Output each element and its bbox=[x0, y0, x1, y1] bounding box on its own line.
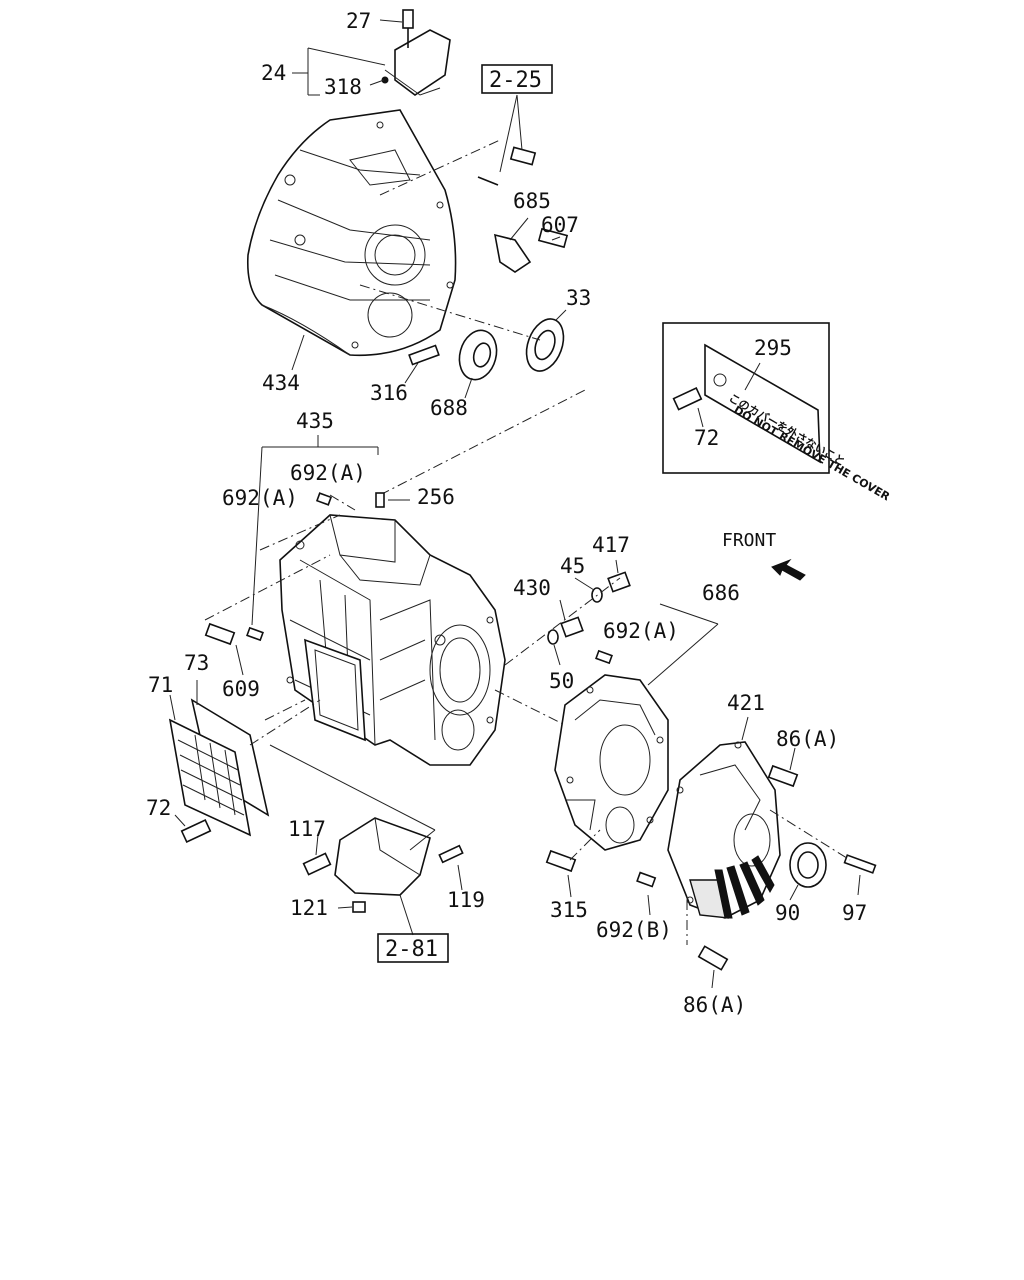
clutch-housing-434 bbox=[246, 109, 457, 357]
callout-71: 71 bbox=[148, 673, 173, 697]
seal-90 bbox=[789, 842, 827, 901]
callout-686: 686 bbox=[702, 581, 740, 605]
extension-housing-421 bbox=[667, 716, 781, 919]
stud-97 bbox=[769, 809, 877, 896]
callout-316: 316 bbox=[370, 381, 408, 405]
seal-33 bbox=[525, 309, 567, 372]
ref-2-81-label: 2-81 bbox=[385, 937, 438, 962]
side-cover-71-73 bbox=[168, 680, 270, 837]
callout-45: 45 bbox=[560, 554, 585, 578]
callout-73: 73 bbox=[184, 651, 209, 675]
callout-33: 33 bbox=[566, 286, 591, 310]
front-label: FRONT bbox=[722, 530, 776, 551]
callout-430: 430 bbox=[513, 576, 551, 600]
plate-316 bbox=[404, 344, 440, 384]
ref-box-2-25[interactable]: 2-25 bbox=[481, 64, 553, 94]
callout-318: 318 bbox=[324, 75, 362, 99]
ref-box-2-81[interactable]: 2-81 bbox=[377, 933, 449, 963]
bolts-86a bbox=[686, 747, 799, 989]
callout-27: 27 bbox=[346, 9, 371, 33]
callout-692b: 692(B) bbox=[596, 918, 672, 942]
callout-609: 609 bbox=[222, 677, 260, 701]
bolt-72 bbox=[174, 814, 212, 843]
callout-315: 315 bbox=[550, 898, 588, 922]
callout-50: 50 bbox=[549, 669, 574, 693]
drain-plugs bbox=[504, 559, 631, 666]
bracket-685 bbox=[493, 217, 569, 273]
callout-121: 121 bbox=[290, 896, 328, 920]
callout-417: 417 bbox=[592, 533, 630, 557]
callout-692a-1: 692(A) bbox=[290, 461, 366, 485]
bolt-315 bbox=[545, 829, 601, 898]
callout-607: 607 bbox=[541, 213, 579, 237]
pto-cover-2-81 bbox=[269, 744, 464, 936]
callout-24: 24 bbox=[261, 61, 286, 85]
callout-692a-2: 692(A) bbox=[222, 486, 298, 510]
dowels-top bbox=[315, 492, 410, 508]
bolt-609 bbox=[204, 622, 264, 676]
top-cover-318 bbox=[381, 9, 451, 96]
callout-295: 295 bbox=[754, 336, 792, 360]
bolts-2-25 bbox=[379, 94, 537, 196]
dowel-692b bbox=[636, 871, 657, 916]
callout-72: 72 bbox=[146, 796, 171, 820]
callout-434: 434 bbox=[262, 371, 300, 395]
transmission-case-435 bbox=[279, 514, 506, 766]
callout-688: 688 bbox=[430, 396, 468, 420]
bearing-688 bbox=[458, 329, 498, 399]
callout-72-inset: 72 bbox=[694, 426, 719, 450]
callout-90: 90 bbox=[775, 901, 800, 925]
callout-86a-1: 86(A) bbox=[776, 727, 839, 751]
rear-housing-686 bbox=[554, 649, 669, 851]
callout-692a-3: 692(A) bbox=[603, 619, 679, 643]
callout-97: 97 bbox=[842, 901, 867, 925]
ref-2-25-label: 2-25 bbox=[489, 68, 542, 93]
front-direction-arrow bbox=[771, 558, 806, 581]
callout-435: 435 bbox=[296, 409, 334, 433]
callout-685: 685 bbox=[513, 189, 551, 213]
callout-117: 117 bbox=[288, 817, 326, 841]
callout-421: 421 bbox=[727, 691, 765, 715]
callout-119: 119 bbox=[447, 888, 485, 912]
callout-256: 256 bbox=[417, 485, 455, 509]
callout-86a-2: 86(A) bbox=[683, 993, 746, 1017]
